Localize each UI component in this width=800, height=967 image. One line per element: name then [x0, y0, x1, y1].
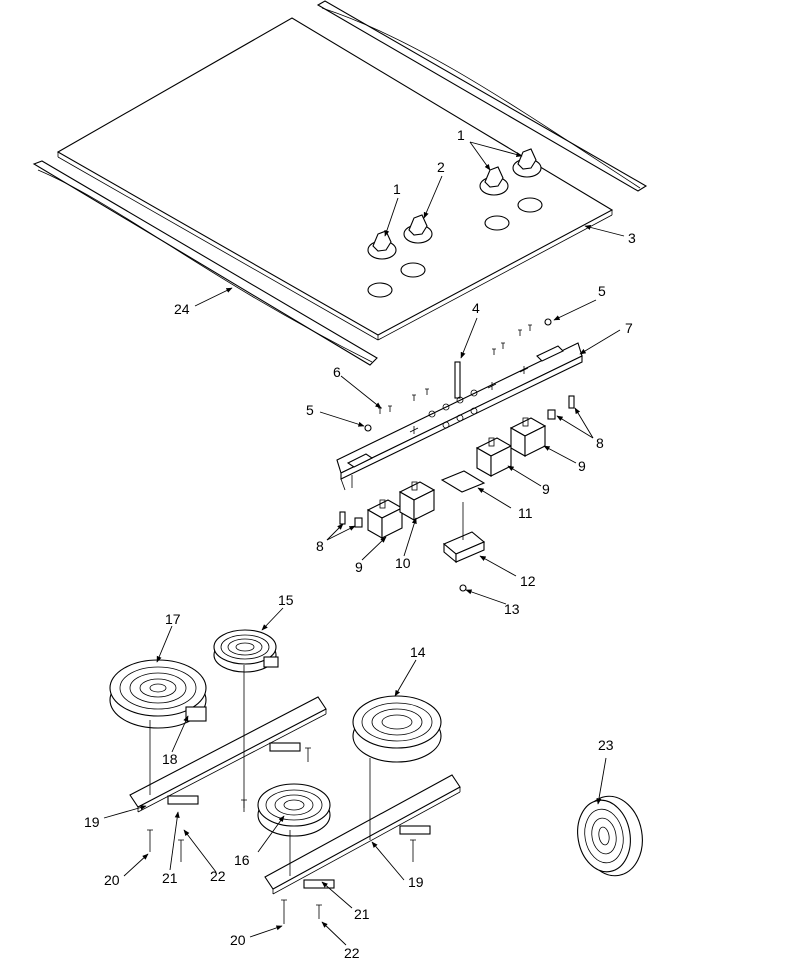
- callout-2: 2: [437, 159, 445, 175]
- callout-24: 24: [174, 301, 190, 317]
- radiant-element-small-front: [257, 783, 331, 837]
- switch: [509, 417, 547, 457]
- callout-3: 3: [628, 230, 636, 246]
- knob-hole: [367, 282, 393, 298]
- callout-13: 13: [504, 601, 520, 617]
- callout-11: 11: [518, 505, 533, 521]
- callout-20: 20: [230, 932, 246, 948]
- element-support-bracket: [264, 774, 461, 895]
- switch: [366, 499, 404, 539]
- callout-9: 9: [542, 481, 550, 497]
- callout-5: 5: [306, 402, 314, 418]
- cooktop-glass-panel: [56, 17, 614, 341]
- callout-17: 17: [165, 611, 181, 627]
- leader-lines: [103, 141, 625, 946]
- callout-9: 9: [578, 458, 586, 474]
- knob-hole: [484, 215, 510, 231]
- callout-15: 15: [278, 592, 294, 608]
- assembly-lines: [147, 665, 416, 924]
- insulator-plate: [440, 470, 486, 493]
- callout-9: 9: [355, 559, 363, 575]
- callout-22: 22: [210, 868, 226, 884]
- callout-21: 21: [162, 870, 178, 886]
- knob: [479, 166, 509, 196]
- knob-hole: [517, 197, 543, 213]
- right-side-trim: [316, 0, 648, 192]
- callout-4: 4: [472, 300, 480, 316]
- radiant-element-large: [109, 659, 207, 729]
- radiant-element-large-right: [352, 695, 442, 763]
- terminal-block: [442, 502, 486, 592]
- callout-1: 1: [457, 127, 465, 143]
- callout-6: 6: [333, 364, 341, 380]
- callout-20: 20: [104, 872, 120, 888]
- callout-7: 7: [625, 320, 633, 336]
- control-bracket: [336, 342, 583, 491]
- shaft-pin: [454, 361, 461, 399]
- callout-1: 1: [393, 181, 401, 197]
- element-support-bracket: [129, 696, 327, 813]
- knob: [403, 214, 433, 244]
- callout-19: 19: [408, 874, 424, 890]
- left-side-trim: [32, 160, 378, 366]
- callout-16: 16: [234, 852, 250, 868]
- callout-12: 12: [520, 573, 536, 589]
- callout-21: 21: [354, 906, 370, 922]
- callout-22: 22: [344, 945, 360, 961]
- callout-18: 18: [162, 751, 178, 767]
- callout-19: 19: [84, 814, 100, 830]
- switch: [398, 481, 436, 521]
- callout-14: 14: [410, 644, 426, 660]
- callout-8: 8: [316, 538, 324, 554]
- callout-labels: 1 1 2 3 4 5 5 6 7 8 8 9 9 9 10 11 12 13 …: [84, 127, 636, 961]
- callout-8: 8: [596, 435, 604, 451]
- callout-23: 23: [598, 737, 614, 753]
- switch: [475, 437, 513, 477]
- knob-hole: [400, 262, 426, 278]
- radiant-element-small: [213, 629, 279, 673]
- radiant-element-loose: [577, 795, 643, 877]
- screws: [364, 318, 552, 432]
- callout-10: 10: [395, 555, 411, 571]
- callout-5: 5: [598, 283, 606, 299]
